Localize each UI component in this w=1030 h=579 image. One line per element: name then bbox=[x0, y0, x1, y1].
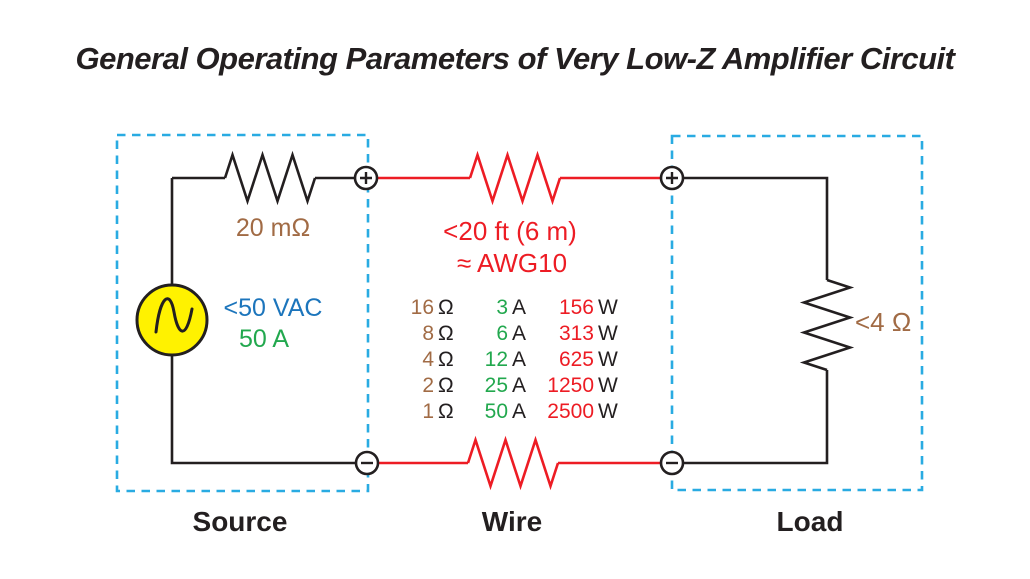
source-resistance-label: 20 mΩ bbox=[235, 214, 311, 242]
current-value: 25 bbox=[484, 374, 508, 397]
resistance-value: 4 bbox=[422, 348, 434, 371]
section-label-source: Source bbox=[192, 506, 288, 537]
resistance-unit: Ω bbox=[438, 348, 454, 371]
load-wire bbox=[683, 176, 829, 465]
power-unit: W bbox=[598, 348, 618, 371]
resistance-value: 8 bbox=[422, 322, 434, 345]
power-unit: W bbox=[598, 374, 618, 397]
power-unit: W bbox=[598, 322, 618, 345]
resistance-unit: Ω bbox=[438, 400, 454, 423]
power-value: 625 bbox=[558, 348, 594, 371]
wire-length-label: <20 ft (6 m) bbox=[443, 216, 577, 246]
wire-gauge-label: ≈ AWG10 bbox=[456, 248, 568, 278]
source-negative-terminal-icon bbox=[354, 450, 380, 476]
current-unit: A bbox=[512, 348, 527, 371]
top-wire-resistor-icon bbox=[468, 150, 562, 206]
load-positive-terminal-icon bbox=[659, 165, 685, 191]
resistance-unit: Ω bbox=[438, 322, 454, 345]
resistance-unit: Ω bbox=[438, 374, 454, 397]
source-voltage-label: <50 VAC bbox=[223, 294, 323, 322]
bottom-wire-resistor-icon bbox=[466, 435, 560, 491]
current-unit: A bbox=[512, 296, 527, 319]
load-resistor-icon bbox=[799, 278, 855, 372]
ac-source-icon bbox=[135, 283, 209, 357]
section-label-wire: Wire bbox=[481, 506, 543, 537]
resistance-unit: Ω bbox=[438, 296, 454, 319]
power-unit: W bbox=[598, 296, 618, 319]
load-impedance-label: <4 Ω bbox=[855, 307, 912, 337]
power-value: 2500 bbox=[547, 400, 594, 423]
power-unit: W bbox=[598, 400, 618, 423]
load-negative-terminal-icon bbox=[659, 450, 685, 476]
power-value: 313 bbox=[558, 322, 594, 345]
power-value: 156 bbox=[558, 296, 594, 319]
current-unit: A bbox=[512, 322, 527, 345]
section-label-load: Load bbox=[776, 506, 844, 537]
resistance-value: 2 bbox=[422, 374, 434, 397]
wire-parameters-table: 16 Ω 3 A 156 W 8 Ω 6 A 313 W 4 Ω 12 A 62… bbox=[402, 295, 624, 425]
source-current-label: 50 A bbox=[238, 325, 290, 353]
current-value: 12 bbox=[484, 348, 508, 371]
page-title: General Operating Parameters of Very Low… bbox=[75, 41, 956, 76]
source-wire bbox=[170, 176, 357, 465]
current-value: 3 bbox=[496, 296, 508, 319]
sine-wave-icon bbox=[154, 297, 194, 334]
source-boundary-box bbox=[115, 133, 370, 493]
power-value: 1250 bbox=[547, 374, 594, 397]
current-unit: A bbox=[512, 374, 527, 397]
current-unit: A bbox=[512, 400, 527, 423]
resistance-value: 16 bbox=[410, 296, 434, 319]
current-value: 6 bbox=[496, 322, 508, 345]
source-resistor-icon bbox=[223, 150, 317, 206]
source-positive-terminal-icon bbox=[353, 165, 379, 191]
load-boundary-box bbox=[670, 134, 924, 492]
resistance-value: 1 bbox=[422, 400, 434, 423]
current-value: 50 bbox=[484, 400, 508, 423]
